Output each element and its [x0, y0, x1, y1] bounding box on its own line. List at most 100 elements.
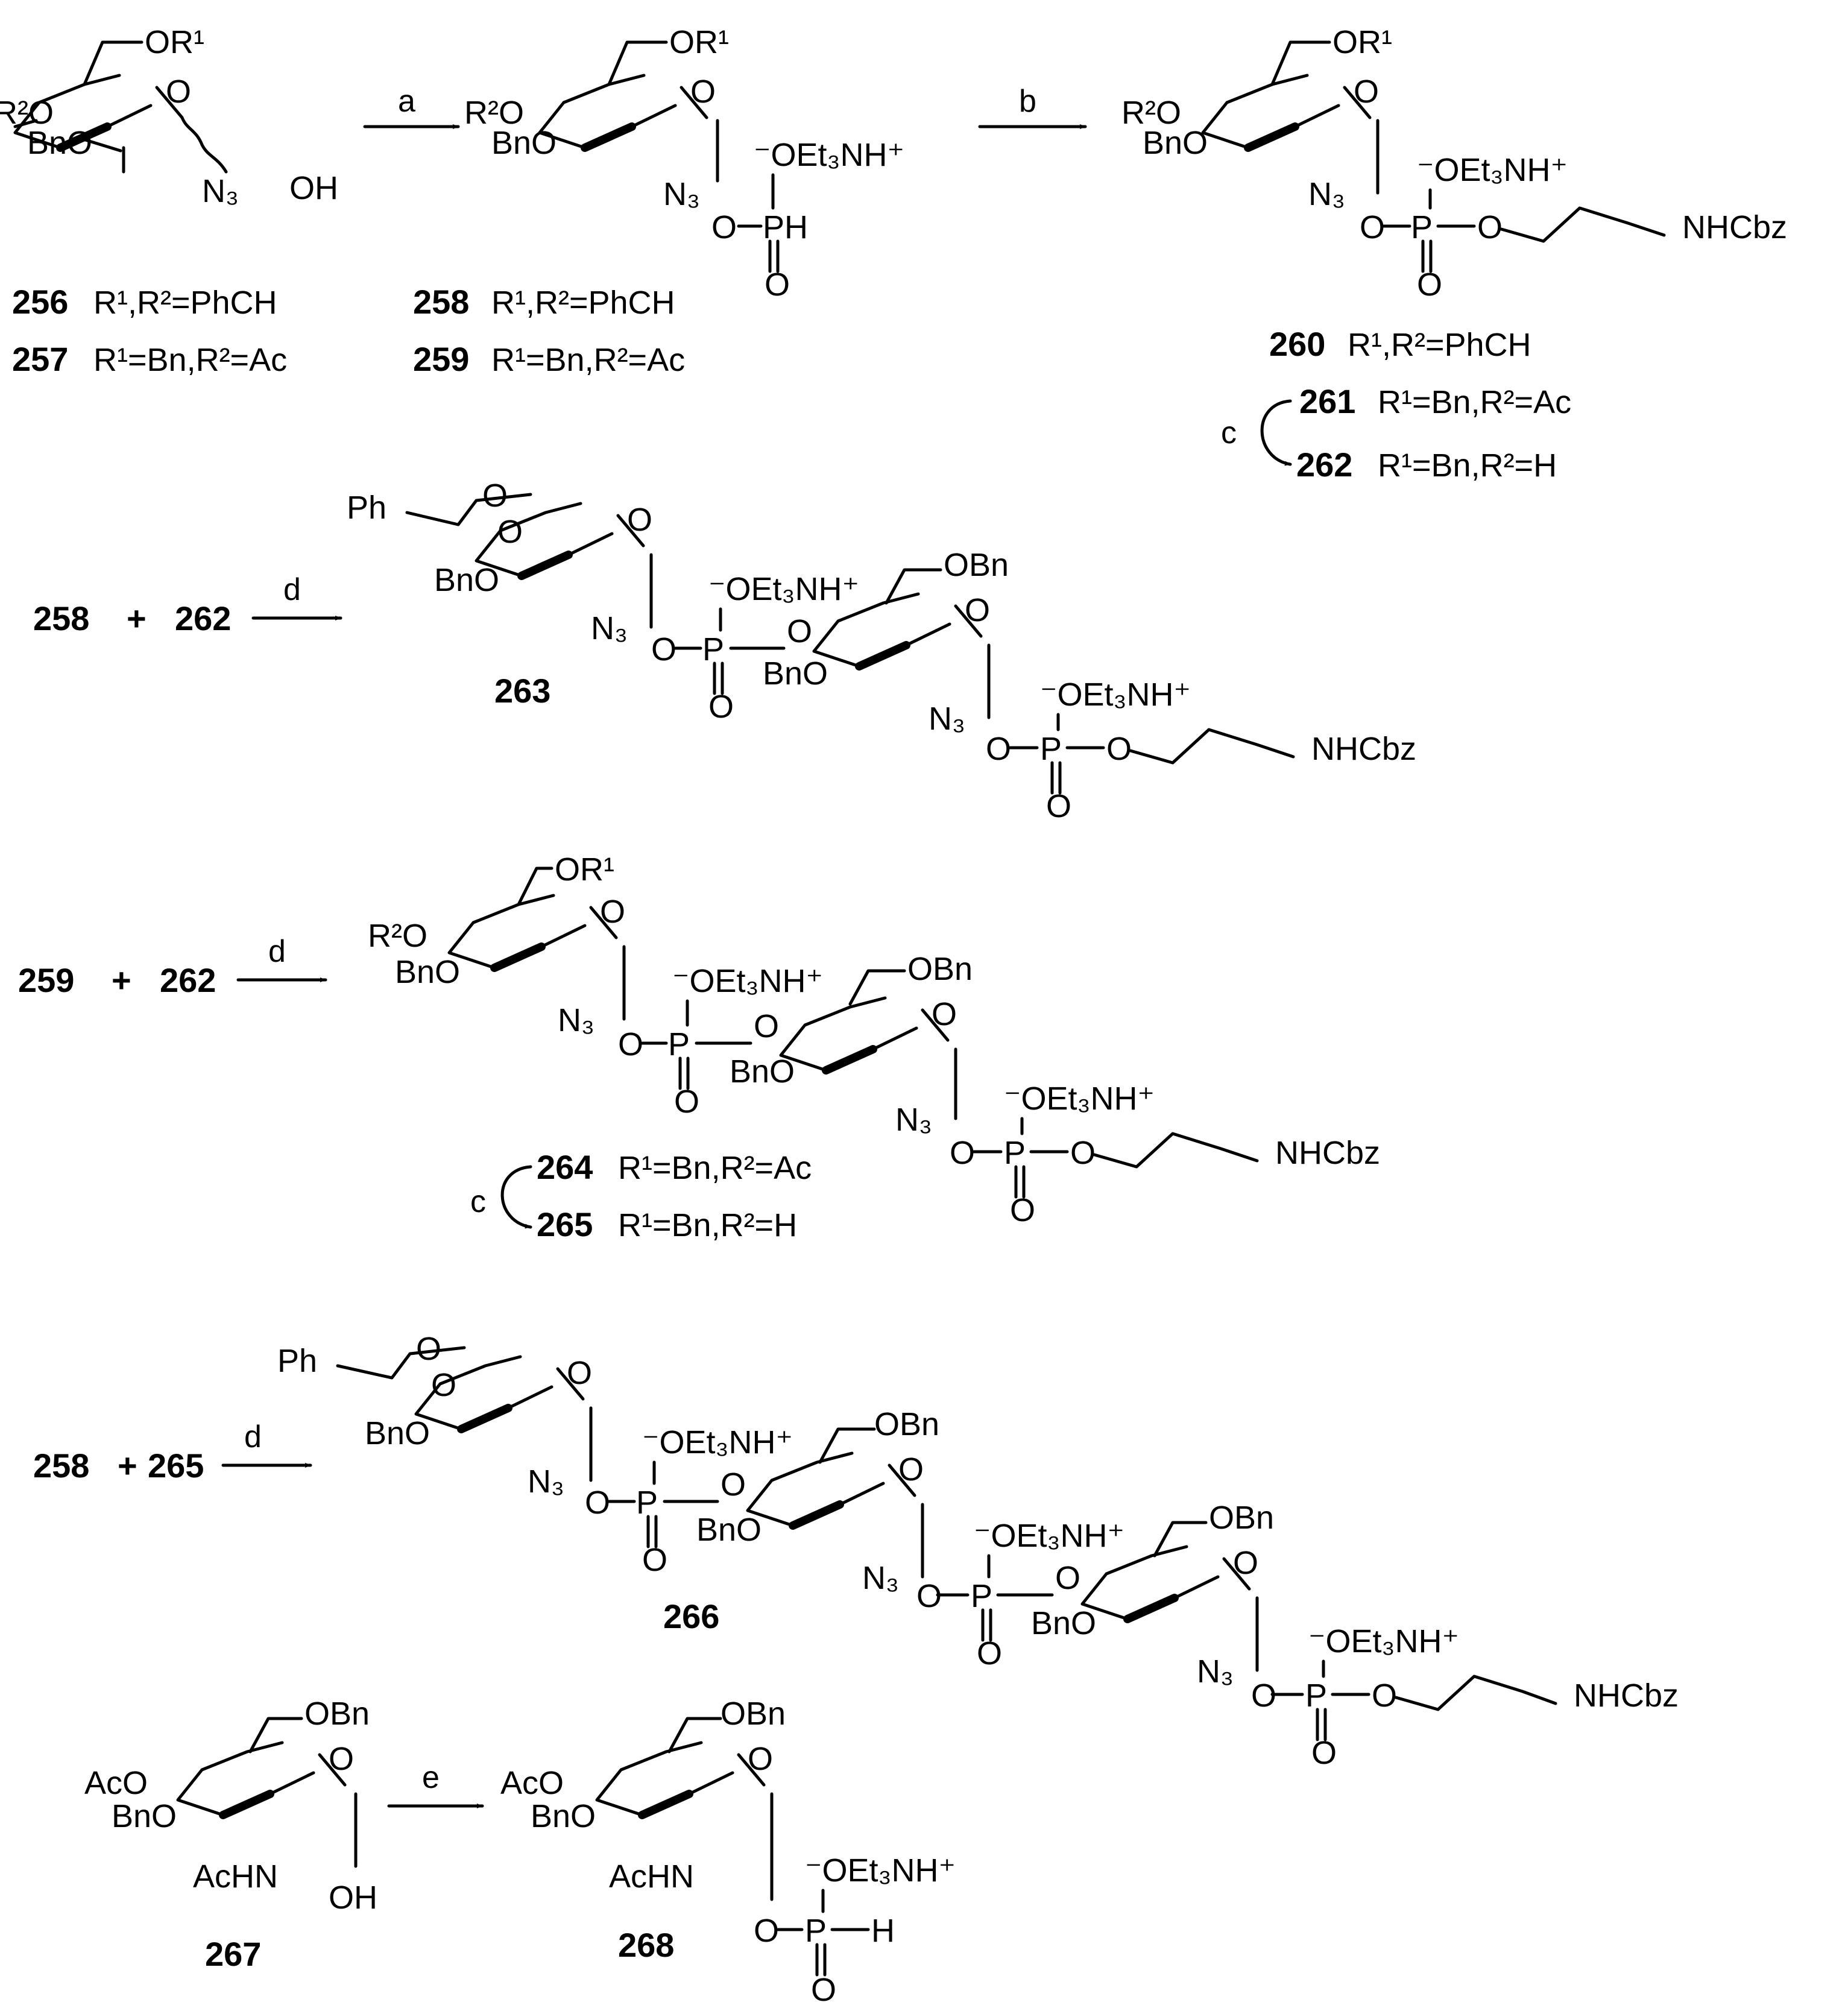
- svg-text:NHCbz: NHCbz: [1574, 1678, 1679, 1714]
- svg-text:O: O: [585, 1485, 610, 1521]
- svg-text:R¹=Bn,R²=H: R¹=Bn,R²=H: [618, 1207, 797, 1243]
- svg-text:⁻OEt₃NH⁺: ⁻OEt₃NH⁺: [805, 1852, 956, 1889]
- svg-text:O: O: [1311, 1735, 1337, 1771]
- svg-text:P: P: [1004, 1135, 1026, 1171]
- svg-text:259: 259: [413, 340, 469, 378]
- svg-text:OBn: OBn: [907, 951, 973, 987]
- svg-text:O: O: [674, 1084, 699, 1120]
- svg-text:⁻OEt₃NH⁺: ⁻OEt₃NH⁺: [1004, 1081, 1155, 1117]
- svg-text:O: O: [811, 1972, 836, 2008]
- compound-substituents: R¹,R²=PhCH: [93, 285, 277, 321]
- svg-text:O: O: [754, 1913, 779, 1949]
- svg-text:261: 261: [1299, 382, 1355, 420]
- svg-text:O: O: [627, 502, 652, 538]
- svg-text:266: 266: [663, 1597, 719, 1635]
- atom-bno: BnO: [27, 125, 92, 161]
- atom-o: O: [166, 74, 191, 110]
- svg-text:258: 258: [33, 1447, 89, 1485]
- svg-text:O: O: [1046, 788, 1071, 824]
- svg-text:N₃: N₃: [558, 1002, 594, 1038]
- svg-text:P: P: [1411, 209, 1433, 245]
- reagent-label: a: [398, 84, 415, 119]
- svg-text:N₃: N₃: [591, 610, 628, 646]
- svg-text:O: O: [416, 1331, 441, 1367]
- svg-text:PH: PH: [763, 209, 808, 245]
- compound-268-structure: OBn O AcO BnO AcHN O P ⁻OEt₃NH⁺ O H: [500, 1696, 956, 2008]
- svg-text:N₃: N₃: [862, 1560, 899, 1596]
- svg-text:R¹=Bn,R²=Ac: R¹=Bn,R²=Ac: [618, 1150, 812, 1186]
- svg-text:N₃: N₃: [929, 701, 965, 737]
- svg-text:O: O: [1010, 1192, 1035, 1228]
- compound-258-structure: OR¹ O R²O BnO N₃ O PH ⁻OEt₃NH⁺ O: [464, 24, 904, 303]
- svg-text:P: P: [1305, 1678, 1327, 1714]
- svg-text:O: O: [1354, 74, 1379, 110]
- svg-text:O: O: [748, 1741, 773, 1777]
- svg-text:c: c: [470, 1184, 486, 1219]
- svg-text:BnO: BnO: [1031, 1605, 1096, 1641]
- svg-text:BnO: BnO: [112, 1798, 177, 1834]
- svg-text:O: O: [787, 613, 812, 649]
- svg-text:O: O: [965, 592, 990, 628]
- svg-text:AcO: AcO: [84, 1765, 148, 1801]
- svg-text:263: 263: [494, 672, 550, 710]
- svg-text:258: 258: [33, 599, 89, 637]
- svg-text:O: O: [497, 514, 523, 550]
- compound-256-structure: OR¹ O OH R²O BnO N₃: [0, 24, 338, 209]
- svg-text:+: +: [127, 599, 147, 637]
- svg-text:P: P: [971, 1578, 992, 1614]
- svg-text:R²O: R²O: [1121, 95, 1181, 131]
- svg-text:264: 264: [537, 1148, 593, 1186]
- svg-text:d: d: [268, 934, 286, 969]
- svg-text:O: O: [986, 731, 1011, 767]
- svg-text:260: 260: [1269, 325, 1325, 363]
- svg-text:NHCbz: NHCbz: [1275, 1135, 1380, 1171]
- svg-text:O: O: [651, 631, 676, 668]
- svg-text:d: d: [283, 572, 301, 607]
- svg-text:BnO: BnO: [696, 1512, 762, 1548]
- svg-text:O: O: [600, 894, 625, 930]
- svg-text:OBn: OBn: [944, 547, 1009, 583]
- svg-text:⁻OEt₃NH⁺: ⁻OEt₃NH⁺: [1417, 152, 1568, 188]
- svg-text:P: P: [668, 1026, 690, 1062]
- svg-text:OBn: OBn: [721, 1696, 786, 1732]
- svg-text:O: O: [898, 1451, 924, 1488]
- svg-text:+: +: [118, 1447, 137, 1485]
- svg-text:R¹=Bn,R²=H: R¹=Bn,R²=H: [1378, 447, 1557, 484]
- svg-text:Ph: Ph: [277, 1343, 317, 1379]
- svg-text:N₃: N₃: [528, 1463, 564, 1500]
- svg-text:R²O: R²O: [368, 918, 427, 954]
- svg-text:O: O: [1417, 267, 1442, 303]
- svg-text:AcHN: AcHN: [609, 1858, 694, 1895]
- svg-text:O: O: [708, 689, 734, 725]
- svg-text:BnO: BnO: [434, 562, 499, 598]
- svg-text:O: O: [950, 1135, 975, 1171]
- svg-text:N₃: N₃: [1197, 1653, 1234, 1690]
- svg-text:OR¹: OR¹: [555, 851, 614, 888]
- svg-text:OBn: OBn: [304, 1696, 370, 1732]
- svg-text:OBn: OBn: [1209, 1500, 1274, 1536]
- svg-text:⁻OEt₃NH⁺: ⁻OEt₃NH⁺: [1308, 1623, 1459, 1659]
- svg-text:N₃: N₃: [663, 176, 700, 212]
- svg-text:AcO: AcO: [500, 1765, 564, 1801]
- svg-text:O: O: [711, 209, 737, 245]
- svg-text:O: O: [977, 1635, 1002, 1671]
- svg-text:O: O: [1372, 1678, 1397, 1714]
- svg-text:O: O: [642, 1542, 667, 1578]
- svg-text:P: P: [1040, 731, 1062, 767]
- svg-text:O: O: [1233, 1545, 1258, 1581]
- svg-text:R¹,R²=PhCH: R¹,R²=PhCH: [1348, 327, 1531, 363]
- svg-text:268: 268: [618, 1926, 674, 1964]
- svg-text:O: O: [1070, 1135, 1096, 1171]
- svg-text:O: O: [1106, 731, 1132, 767]
- compound-266-structure: Ph O O O BnO N₃ O P ⁻OEt₃NH⁺ O O OBn O B…: [277, 1331, 1679, 1771]
- svg-text:258: 258: [413, 283, 469, 321]
- atom-or1: OR¹: [145, 24, 204, 60]
- svg-text:⁻OEt₃NH⁺: ⁻OEt₃NH⁺: [672, 963, 823, 999]
- svg-text:H: H: [871, 1913, 895, 1949]
- svg-text:R¹,R²=PhCH: R¹,R²=PhCH: [491, 285, 675, 321]
- svg-text:c: c: [1221, 415, 1237, 450]
- svg-text:OR¹: OR¹: [1332, 24, 1392, 60]
- reaction-arrow-c: [1260, 399, 1292, 466]
- svg-text:OR¹: OR¹: [669, 24, 729, 60]
